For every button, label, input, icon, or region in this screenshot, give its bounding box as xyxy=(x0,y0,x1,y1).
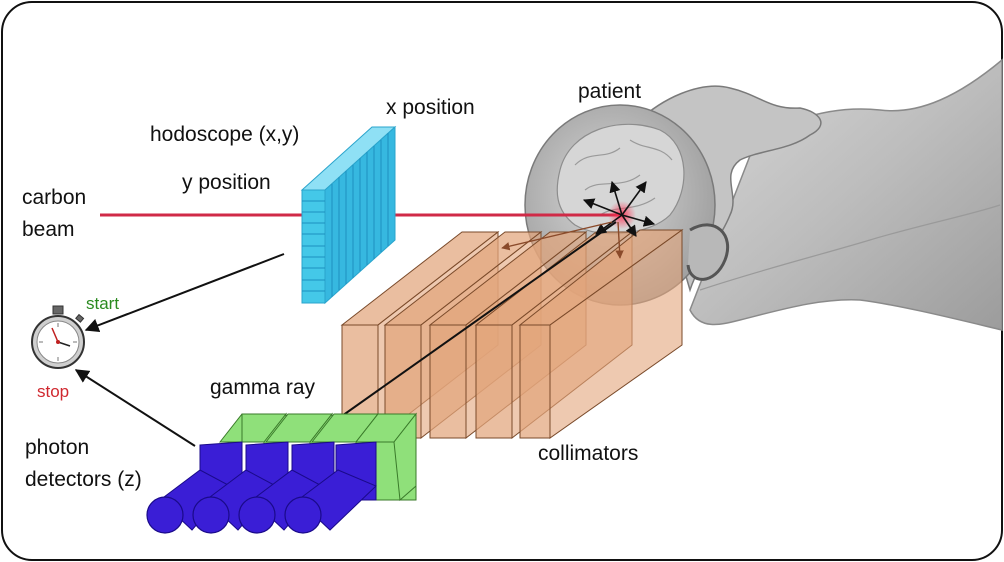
hodoscope xyxy=(300,125,397,305)
photon-detectors xyxy=(146,412,418,534)
pmt-cylinder xyxy=(146,469,231,534)
collimators xyxy=(340,229,684,440)
start-signal-arrow xyxy=(84,253,285,333)
patient-ear xyxy=(686,223,730,281)
label-patient: patient xyxy=(578,80,642,103)
label-collimators: collimators xyxy=(538,442,639,465)
pmt-cylinder xyxy=(238,469,323,534)
stop-signal-arrow xyxy=(74,369,196,447)
patient-figure xyxy=(524,58,1003,331)
stopwatch-icon xyxy=(31,305,85,369)
label-photon-detectors-2: detectors (z) xyxy=(25,468,142,491)
neck-line xyxy=(699,204,1001,291)
prompt-gamma-rays xyxy=(501,221,624,259)
pmt-cylinder xyxy=(284,469,377,534)
label-x-position: x position xyxy=(386,96,475,119)
label-gamma-ray: gamma ray xyxy=(210,376,316,399)
label-hodoscope: hodoscope (x,y) xyxy=(150,123,300,146)
secondary-particles xyxy=(582,180,656,237)
label-start: start xyxy=(86,294,120,313)
label-y-position: y position xyxy=(182,171,271,194)
patient-neck-body xyxy=(689,58,1003,331)
label-photon-detectors-1: photon xyxy=(25,436,90,459)
label-carbon-beam-1: carbon xyxy=(22,186,87,209)
gamma-ray-line xyxy=(307,221,617,441)
label-stop: stop xyxy=(37,382,70,401)
collimator-plate xyxy=(518,229,684,439)
label-carbon-beam-2: beam xyxy=(22,218,75,241)
pmt-cylinder xyxy=(192,469,277,534)
